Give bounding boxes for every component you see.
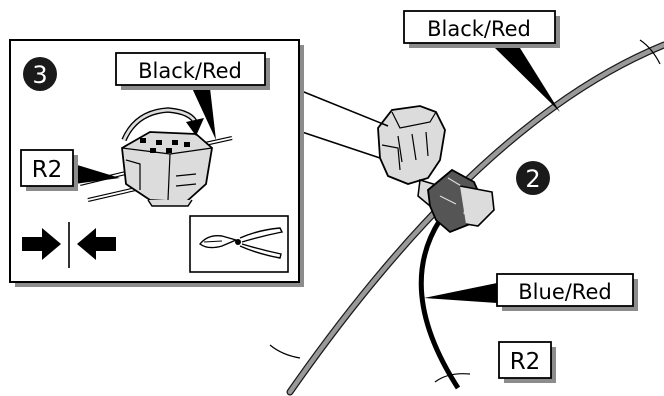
push-together-arrows-icon bbox=[22, 222, 116, 268]
label-main-wire: Black/Red bbox=[403, 10, 560, 112]
label-inset-wire: Black/Red bbox=[115, 52, 270, 140]
label-tap-wire-text: Blue/Red bbox=[518, 280, 611, 304]
label-tap-circuit-text: R2 bbox=[510, 349, 541, 375]
label-inset-wire-text: Black/Red bbox=[138, 59, 242, 83]
rotate-arrow-icon bbox=[121, 107, 204, 142]
label-tap-wire: Blue/Red bbox=[424, 273, 638, 311]
step-number-inset: 3 bbox=[32, 61, 47, 89]
wire-tap-connector-icon bbox=[377, 105, 495, 234]
step-number-main: 2 bbox=[525, 165, 540, 193]
step-badge-main: 2 bbox=[516, 161, 550, 195]
inset-panel: 3 bbox=[9, 39, 304, 287]
step-badge-inset: 3 bbox=[23, 57, 57, 91]
main-wire bbox=[269, 39, 664, 396]
pliers-icon bbox=[189, 215, 289, 273]
label-main-wire-text: Black/Red bbox=[427, 17, 531, 41]
inset-connector bbox=[121, 131, 213, 207]
label-inset-circuit-text: R2 bbox=[32, 157, 63, 183]
tap-wire bbox=[418, 218, 471, 390]
label-tap-circuit: R2 bbox=[498, 341, 556, 383]
label-inset-circuit: R2 bbox=[20, 149, 120, 191]
callout-lines bbox=[298, 89, 389, 159]
